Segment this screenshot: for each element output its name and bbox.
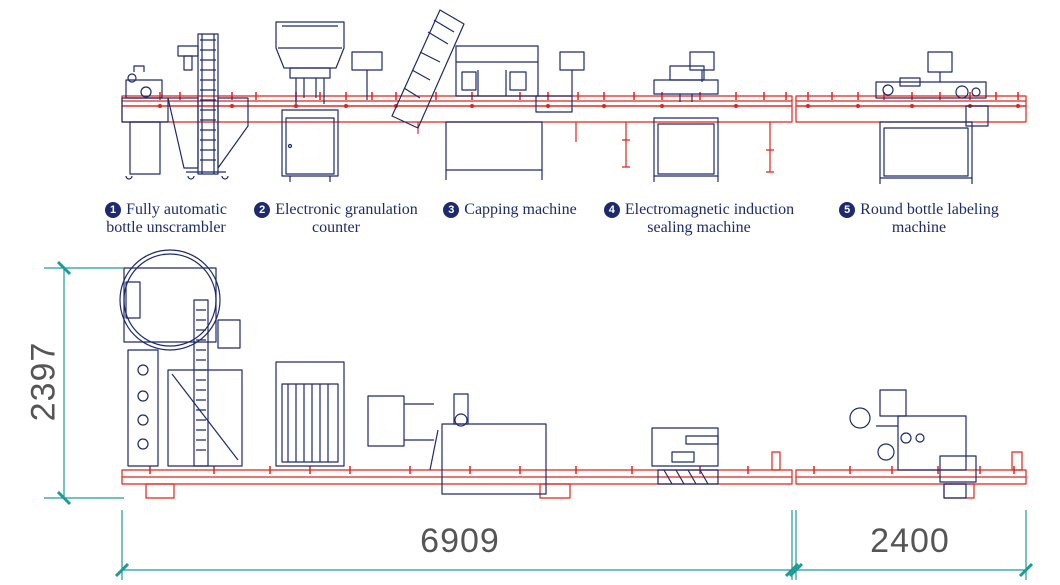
capper-plan: [367, 393, 547, 495]
number-badge-5: 5: [839, 202, 856, 218]
length-end-dimension-value: 2400: [870, 522, 950, 560]
top-conveyor: [121, 92, 1027, 173]
sealer-front: [653, 51, 719, 182]
number-badge-2: 2: [254, 202, 271, 218]
machine-label-5-line1: Round bottle labeling: [860, 201, 999, 218]
labeler-plan: [849, 389, 977, 499]
counter-front: [275, 21, 345, 182]
machine-label-2-line2: counter: [312, 219, 360, 236]
machine-label-4-line1: Electromagnetic induction: [624, 201, 795, 218]
sealer-plan: [651, 427, 719, 485]
unscrambler-plan: [119, 249, 243, 467]
dimension-lines: [44, 260, 1034, 580]
height-dimension-value: 2397: [24, 341, 63, 422]
labeler-front: [875, 51, 989, 184]
machine-label-5-line2: machine: [891, 219, 947, 236]
capper-front: [351, 9, 585, 180]
length-main-dimension-value: 6909: [420, 522, 500, 560]
machine-label-4-line2: sealing machine: [647, 219, 751, 236]
number-badge-4: 4: [603, 202, 620, 218]
machine-label-2-line1: Electronic granulation: [275, 201, 418, 218]
machine-label-1-line1: Fully automatic: [126, 201, 227, 218]
machine-label-3-line1: Capping machine: [464, 201, 577, 218]
number-badge-3: 3: [443, 202, 460, 218]
counter-plan: [275, 361, 345, 467]
machine-label-1-line2: bottle unscrambler: [106, 219, 226, 236]
number-badge-1: 1: [105, 202, 122, 218]
unscrambler-front: [121, 33, 249, 180]
